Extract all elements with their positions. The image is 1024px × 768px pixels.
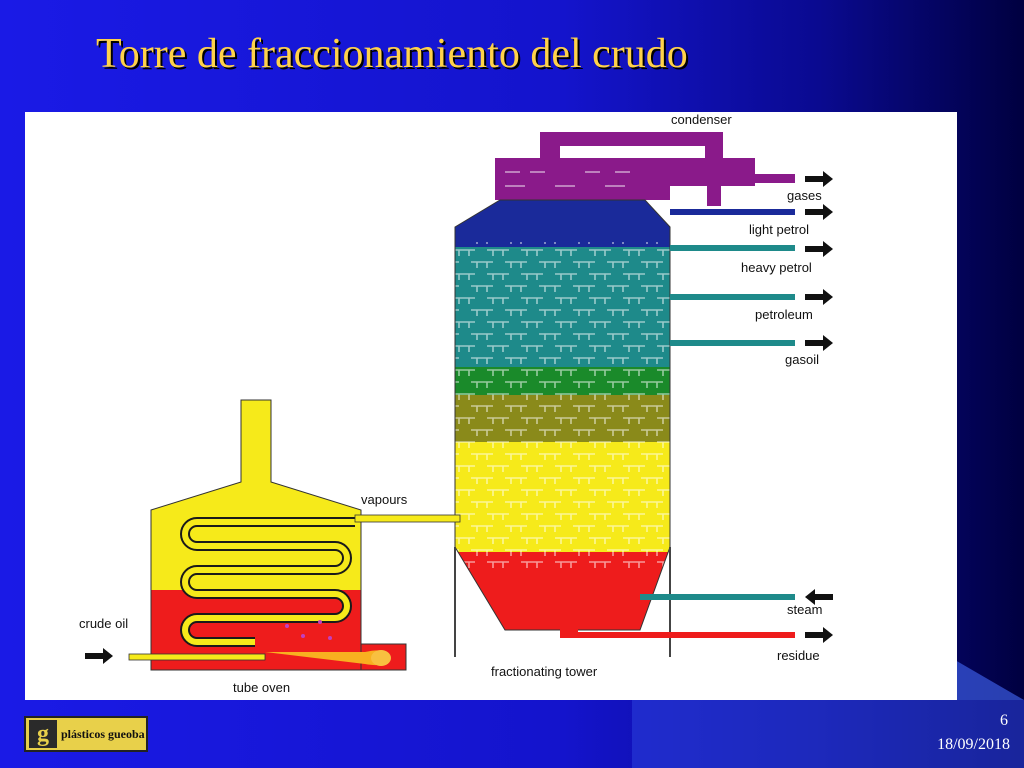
output-label-light-petrol: light petrol [749, 222, 809, 237]
crude-oil-pipe [128, 653, 266, 661]
output-label-heavy-petrol: heavy petrol [741, 260, 812, 275]
vapours-label: vapours [361, 492, 408, 507]
page-number: 6 [1000, 712, 1008, 729]
condenser [495, 132, 795, 206]
pipe-petroleum [670, 294, 795, 300]
page-title: Torre de fraccionamiento del crudo [96, 31, 688, 77]
output-label-gasoil: gasoil [785, 352, 819, 367]
tube-oven [150, 399, 407, 671]
pipe-heavy-petrol [670, 245, 795, 251]
fractionating-tower-label: fractionating tower [491, 664, 598, 679]
residue-label: residue [777, 648, 820, 663]
pipe-steam [640, 594, 795, 600]
arrow-petroleum [805, 289, 833, 305]
output-label-petroleum: petroleum [755, 307, 813, 322]
pipe-residue [560, 632, 795, 638]
vapours-pipe [354, 514, 461, 523]
logo-text: plásticos gueoba [61, 726, 145, 741]
steam-label: steam [787, 602, 822, 617]
distillation-diagram: condenser gases light petrol heavy petro… [25, 112, 957, 700]
logo-mark: g [29, 720, 57, 748]
pipe-light-petrol [670, 209, 795, 215]
arrow-crude-oil [85, 648, 113, 664]
arrow-light-petrol [805, 204, 833, 220]
arrow-heavy-petrol [805, 241, 833, 257]
arrow-gases [805, 171, 833, 187]
slide-date: 18/09/2018 [937, 736, 1010, 753]
condenser-label: condenser [671, 112, 732, 127]
arrow-residue [805, 627, 833, 643]
fractionating-tower [455, 200, 670, 630]
crude-oil-label: crude oil [79, 616, 128, 631]
tube-oven-label: tube oven [233, 680, 290, 695]
pipe-gasoil [670, 340, 795, 346]
output-arrows [85, 171, 833, 664]
arrow-steam [805, 589, 833, 605]
arrow-gasoil [805, 335, 833, 351]
company-logo: g plásticos gueoba [24, 716, 148, 752]
output-label-gases: gases [787, 188, 822, 203]
